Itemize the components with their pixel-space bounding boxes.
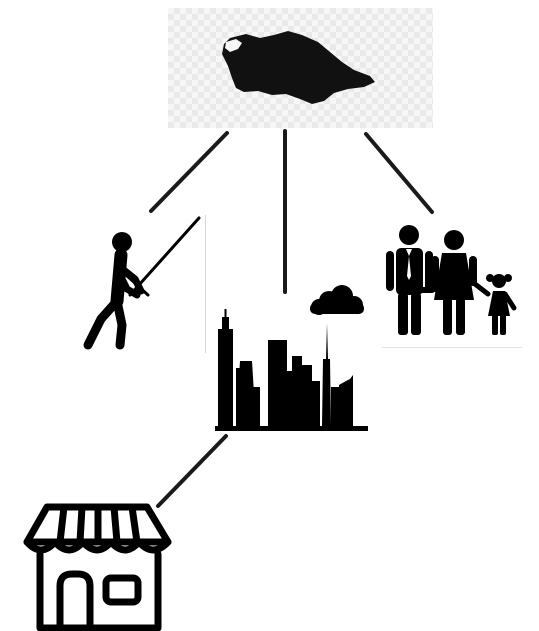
turkmenistan-map-icon — [222, 31, 375, 104]
family-icon — [386, 225, 517, 335]
cloud-icon — [310, 285, 364, 315]
map-node — [168, 8, 433, 128]
shop-node — [22, 502, 174, 631]
edge-city-to-shop — [156, 434, 228, 508]
warrior-node — [75, 215, 206, 353]
swordsman-icon — [83, 216, 201, 350]
city-node — [212, 283, 372, 433]
city-skyline-icon — [215, 285, 368, 431]
edge-map-to-family — [364, 132, 434, 214]
shop-icon — [23, 503, 172, 631]
edge-map-to-warrior — [149, 131, 229, 213]
family-node — [382, 220, 522, 348]
